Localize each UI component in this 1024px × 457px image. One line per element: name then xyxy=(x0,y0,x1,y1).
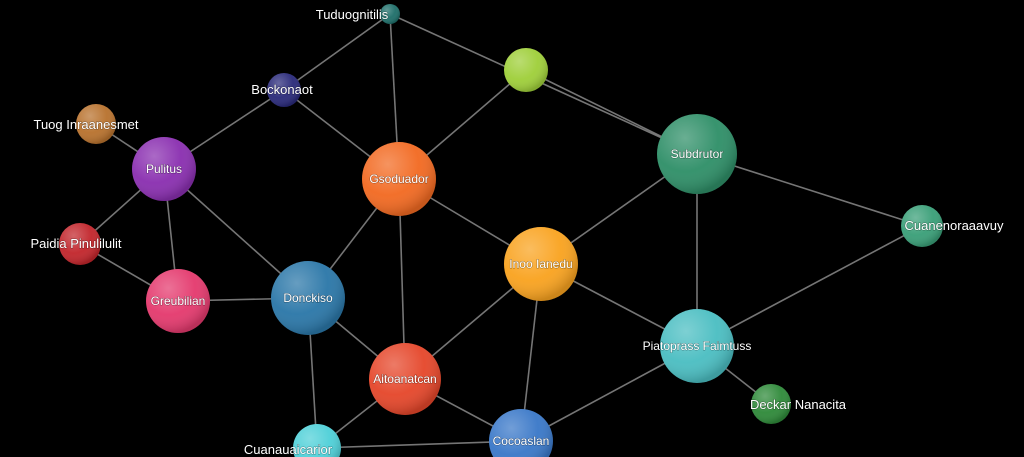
node-shine xyxy=(146,269,210,333)
node-n8[interactable]: Paidia Pinulilulit xyxy=(30,223,122,265)
node-n11[interactable]: Inoo Ianedu xyxy=(504,227,578,301)
node-n3[interactable]: Bockonaot xyxy=(251,73,314,107)
node-label: Bockonaot xyxy=(251,82,313,97)
node-shine xyxy=(489,409,553,457)
node-label: Donckiso xyxy=(283,291,333,305)
node-n15[interactable]: Deckar Nanacita xyxy=(749,384,847,424)
node-n6[interactable]: Gsoduador xyxy=(362,142,436,216)
node-n14[interactable]: Aitoanatcan xyxy=(369,343,441,415)
node-n13[interactable]: Piatoprass Faimtuss xyxy=(642,309,752,383)
node-n2[interactable] xyxy=(504,48,548,92)
node-n9[interactable]: Greubilian xyxy=(146,269,210,333)
node-shine xyxy=(504,227,578,301)
node-shine xyxy=(132,137,196,201)
edge-n1-n3 xyxy=(283,13,391,91)
node-shine xyxy=(362,142,436,216)
node-n1[interactable]: Tuduognitilis xyxy=(315,4,400,24)
node-label: Cuanauaicarior xyxy=(244,442,333,457)
node-shine xyxy=(657,114,737,194)
node-label: Tuog Inraanesmet xyxy=(33,117,138,132)
node-label: Gsoduador xyxy=(369,172,428,186)
node-shine xyxy=(271,261,345,335)
node-label: Paidia Pinulilulit xyxy=(30,236,121,251)
node-shine xyxy=(59,223,101,265)
node-shine xyxy=(901,205,943,247)
node-n16[interactable]: Cuanauaicarior xyxy=(243,424,341,457)
node-label: Deckar Nanacita xyxy=(750,397,847,412)
node-label: Subdrutor xyxy=(671,147,724,161)
node-label: Piatoprass Faimtuss xyxy=(643,339,752,353)
node-label: Cuanenoraaavuy xyxy=(904,218,1004,233)
edge-n12-n13 xyxy=(696,225,923,347)
node-shine xyxy=(751,384,791,424)
node-shine xyxy=(267,73,301,107)
node-shine xyxy=(380,4,400,24)
node-shine xyxy=(76,104,116,144)
node-n7[interactable]: Subdrutor xyxy=(657,114,737,194)
node-label: Tuduognitilis xyxy=(316,7,389,22)
node-n5[interactable]: Pulitus xyxy=(132,137,196,201)
node-label: Cocoaslan xyxy=(493,434,550,448)
node-shine xyxy=(660,309,734,383)
node-n4[interactable]: Tuog Inraanesmet xyxy=(33,104,139,144)
edge-n1-n7 xyxy=(389,13,698,155)
node-label: Pulitus xyxy=(146,162,182,176)
node-label: Aitoanatcan xyxy=(373,372,436,386)
node-shine xyxy=(504,48,548,92)
node-shine xyxy=(369,343,441,415)
edges xyxy=(79,13,923,449)
node-n10[interactable]: Donckiso xyxy=(271,261,345,335)
node-n17[interactable]: Cocoaslan xyxy=(489,409,553,457)
node-shine xyxy=(293,424,341,457)
node-label: Inoo Ianedu xyxy=(509,257,572,271)
node-label: Greubilian xyxy=(151,294,206,308)
edge-n16-n17 xyxy=(316,440,522,449)
node-n12[interactable]: Cuanenoraaavuy xyxy=(901,205,1005,247)
